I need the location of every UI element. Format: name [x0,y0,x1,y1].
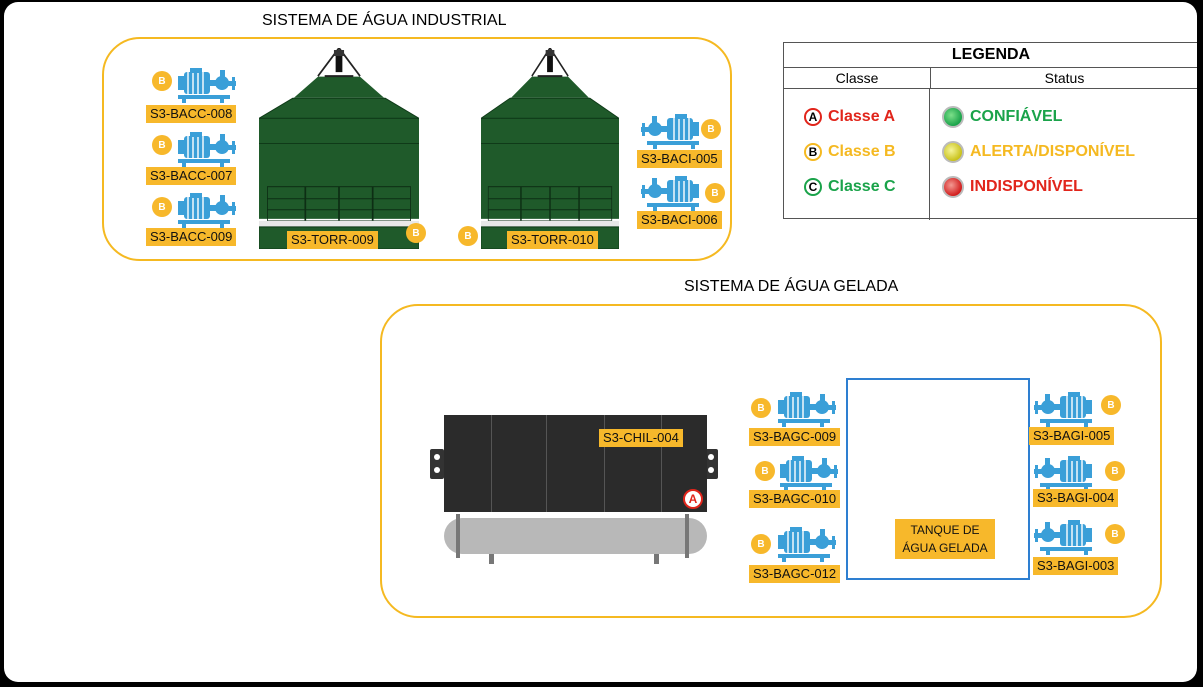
industrial-system-group [102,37,732,261]
equipment-tag[interactable]: S3-BACI-006 [637,211,722,229]
equipment-tag[interactable]: S3-BACC-008 [146,105,237,123]
cooling-tower-icon[interactable] [481,48,619,249]
class-badge: B [1105,461,1125,481]
equipment-tag[interactable]: S3-BAGI-004 [1033,489,1119,507]
class-badge: B [701,119,721,139]
equipment-tag[interactable]: S3-BAGI-005 [1029,427,1115,445]
pump-icon[interactable] [1034,518,1094,556]
equipment-tag[interactable]: S3-BACI-005 [637,150,722,168]
equipment-tag[interactable]: S3-CHIL-004 [599,429,683,447]
equipment-tag[interactable]: S3-BAGI-003 [1033,557,1119,575]
class-badge: B [458,226,478,246]
legend-title: LEGENDA [784,43,1197,68]
pump-icon[interactable] [1034,454,1094,492]
class-c-icon: C [804,177,822,196]
chiller-mount [704,449,718,479]
class-badge: B [1101,395,1121,415]
red-led-icon [942,175,964,198]
class-a-icon: A [804,107,822,126]
vessel-support [489,554,494,564]
equipment-tag[interactable]: S3-BACC-009 [146,228,237,246]
screen-frame: SISTEMA DE ÁGUA INDUSTRIAL B S3-BACC-008… [4,2,1197,682]
equipment-tag[interactable]: S3-TORR-009 [287,231,378,249]
legend-status-label: CONFIÁVEL [970,107,1063,125]
pump-icon[interactable] [641,174,701,212]
equipment-tag[interactable]: S3-TORR-010 [507,231,598,249]
legend-class-header: Classe [784,68,931,88]
legend-panel: LEGENDA Classe Status A Classe A B Class… [783,42,1197,220]
class-badge: B [755,461,775,481]
class-a-badge: A [683,489,703,509]
pump-icon[interactable] [176,191,236,229]
class-badge: B [705,183,725,203]
legend-status-label: ALERTA/DISPONÍVEL [970,142,1136,160]
legend-status-label: INDISPONÍVEL [970,177,1083,195]
class-badge: B [406,223,426,243]
legend-status-ok: CONFIÁVEL [930,99,1197,134]
evaporator-vessel [444,514,707,558]
legend-status-header: Status [1044,70,1085,86]
yellow-led-icon [942,140,964,163]
equipment-tag[interactable]: S3-BACC-007 [146,167,237,185]
legend-class-label: Classe B [828,142,896,160]
chiller-mount [430,449,444,479]
pump-icon[interactable] [641,112,701,150]
legend-status-down: INDISPONÍVEL [930,169,1197,204]
chilled-system-group [380,304,1162,618]
pump-icon[interactable] [1034,390,1094,428]
class-badge: B [751,534,771,554]
legend-class-b: B Classe B [784,134,929,169]
green-led-icon [942,105,964,128]
equipment-tag[interactable]: S3-BAGC-009 [749,428,841,446]
legend-class-a: A Classe A [784,99,929,134]
equipment-tag[interactable]: S3-BAGC-010 [749,490,841,508]
legend-class-c: C Classe C [784,169,929,204]
cooling-tower-icon[interactable] [259,48,419,249]
class-badge: B [1105,524,1125,544]
class-badge: B [152,197,172,217]
class-badge: B [152,135,172,155]
legend-status-warn: ALERTA/DISPONÍVEL [930,134,1197,169]
class-b-icon: B [804,142,822,161]
pump-icon[interactable] [176,66,236,104]
legend-class-label: Classe A [828,107,895,125]
pump-icon[interactable] [776,390,836,428]
pump-icon[interactable] [176,130,236,168]
legend-class-label: Classe C [828,177,896,195]
tank-label: TANQUE DE ÁGUA GELADA [895,519,995,559]
class-badge: B [152,71,172,91]
chilled-system-title: SISTEMA DE ÁGUA GELADA [684,278,899,295]
vessel-support [654,554,659,564]
industrial-system-title: SISTEMA DE ÁGUA INDUSTRIAL [262,12,507,29]
class-badge: B [751,398,771,418]
pump-icon[interactable] [778,454,838,492]
pump-icon[interactable] [776,525,836,563]
equipment-tag[interactable]: S3-BAGC-012 [749,565,841,583]
